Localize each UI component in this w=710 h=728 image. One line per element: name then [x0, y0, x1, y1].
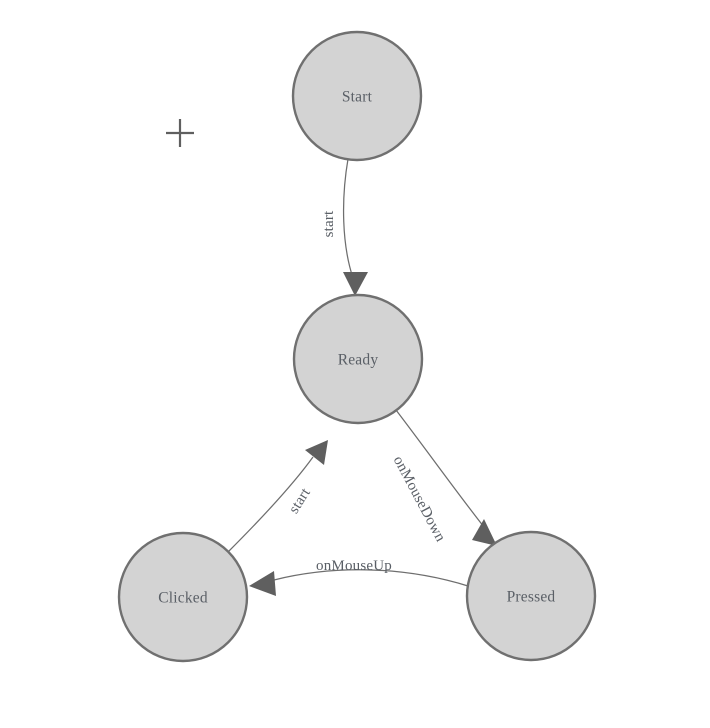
edge-label-start-to-ready: start	[321, 210, 337, 237]
arrowhead-into-ready-bottom	[305, 440, 328, 465]
edge-ready-to-pressed[interactable]: onMouseDown	[390, 409, 497, 546]
node-label-pressed: Pressed	[507, 589, 556, 606]
node-clicked[interactable]: Clicked	[117, 531, 249, 663]
node-shape-pressed[interactable]	[465, 530, 597, 662]
node-label-start: Start	[342, 89, 373, 106]
edge-pressed-to-clicked[interactable]: onMouseUp	[249, 558, 469, 596]
edge-line-start-to-ready	[342, 158, 354, 279]
node-label-ready: Ready	[338, 352, 379, 369]
node-label-clicked: Clicked	[158, 590, 208, 607]
node-ready[interactable]: Ready	[292, 293, 424, 425]
plus-marker-icon[interactable]	[166, 119, 194, 147]
arrowhead-into-pressed	[472, 519, 497, 546]
edge-start-to-ready[interactable]: start	[321, 158, 368, 296]
edge-label-clicked-to-ready: start	[286, 485, 314, 517]
arrowhead-into-clicked	[249, 571, 276, 596]
edge-line-pressed-to-clicked	[273, 569, 469, 587]
arrowhead-into-ready-top	[343, 272, 368, 296]
node-shape-start[interactable]	[291, 30, 423, 162]
edge-clicked-to-ready[interactable]: start	[227, 440, 328, 553]
node-pressed[interactable]: Pressed	[465, 530, 597, 662]
edge-label-ready-to-pressed: onMouseDown	[390, 453, 449, 544]
node-start[interactable]: Start	[291, 30, 423, 162]
edge-label-pressed-to-clicked: onMouseUp	[316, 558, 392, 574]
edge-line-ready-to-pressed	[395, 409, 485, 528]
node-shape-clicked[interactable]	[117, 531, 249, 663]
node-shape-ready[interactable]	[292, 293, 424, 425]
edge-line-clicked-to-ready	[227, 456, 314, 553]
